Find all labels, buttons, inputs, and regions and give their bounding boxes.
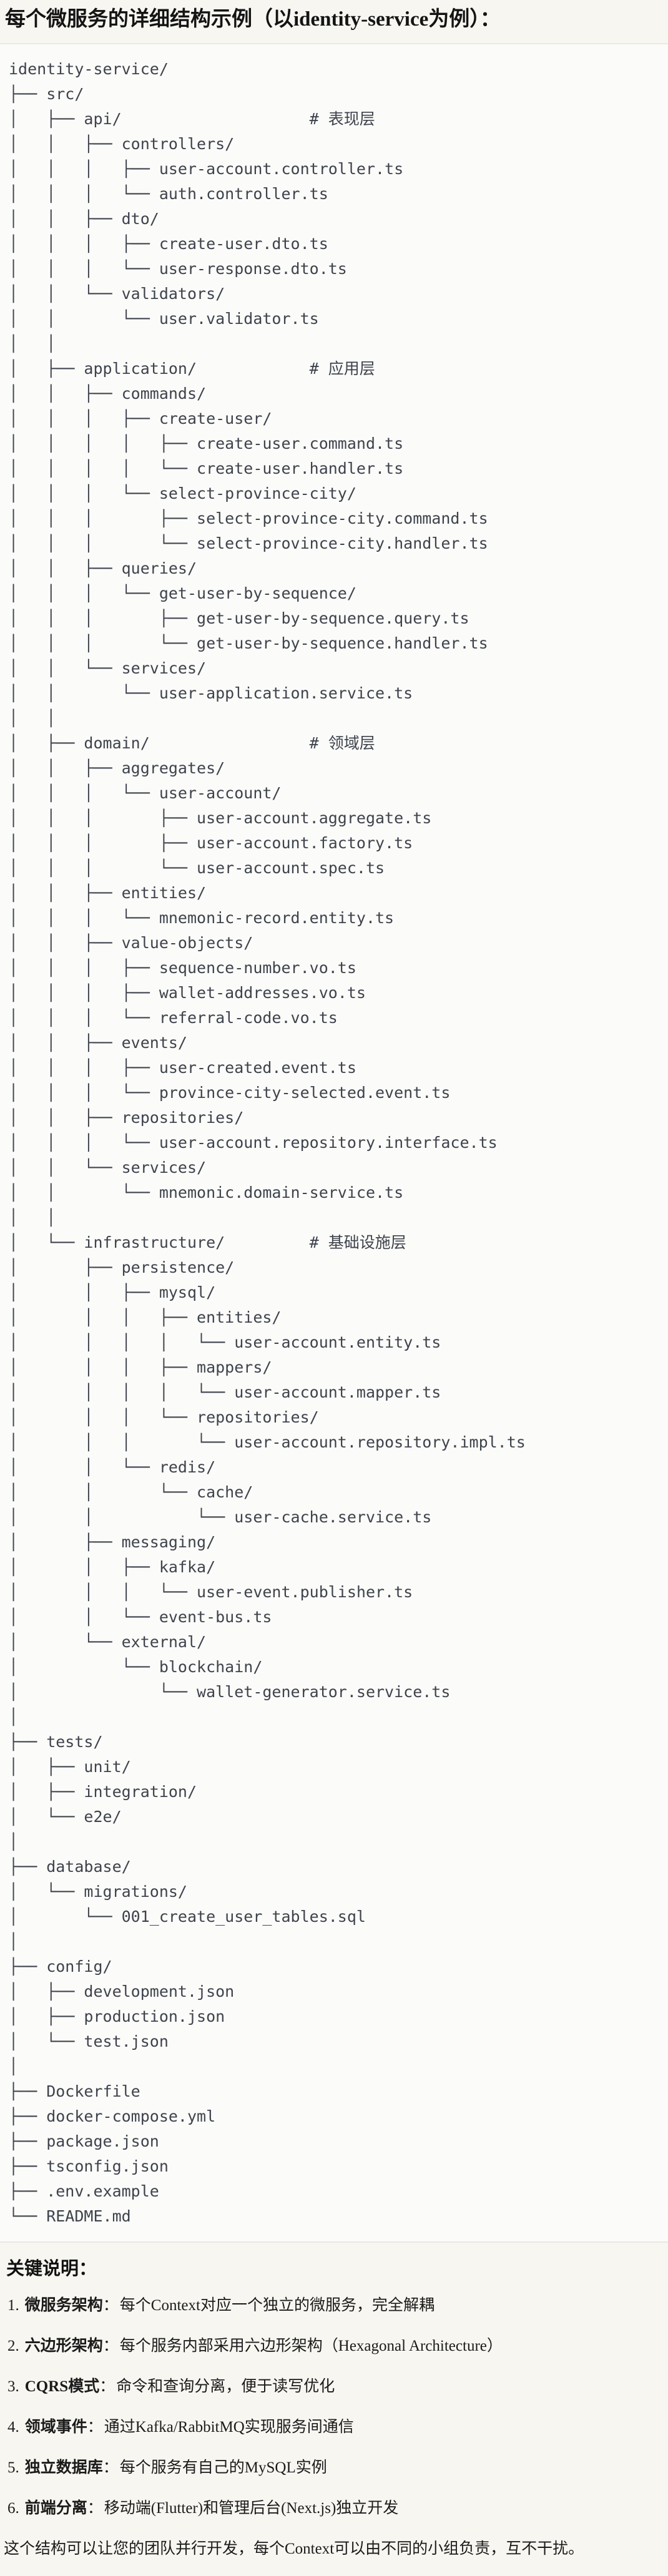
note-label: 独立数据库 [24,2459,103,2476]
note-colon: ： [87,2499,103,2517]
note-label: 微服务架构 [24,2296,103,2314]
note-number: 4. [7,2418,19,2436]
note-item: 6. 前端分离：移动端(Flutter)和管理后台(Next.js)独立开发 [7,2499,662,2518]
note-description: 通过Kafka/RabbitMQ实现服务间通信 [104,2418,354,2436]
note-colon: ： [102,2337,119,2354]
note-item: 1. 微服务架构：每个Context对应一个独立的微服务，完全解耦 [7,2296,662,2315]
notes-heading: 关键说明： [6,2258,97,2279]
note-number: 1. [7,2296,19,2314]
note-description: 每个服务有自己的MySQL实例 [119,2459,327,2476]
note-label: 领域事件 [24,2418,87,2436]
note-description: 移动端(Flutter)和管理后台(Next.js)独立开发 [104,2499,399,2517]
note-item: 5. 独立数据库：每个服务有自己的MySQL实例 [7,2459,662,2477]
note-description: 命令和查询分离，便于读写优化 [116,2378,335,2395]
note-item: 3. CQRS模式：命令和查询分离，便于读写优化 [7,2378,662,2396]
directory-tree-block: identity-service/ ├── src/ │ ├── api/ # … [0,42,668,2243]
note-number: 6. [7,2499,19,2517]
note-description: 每个Context对应一个独立的微服务，完全解耦 [119,2296,435,2314]
note-colon: ： [102,2296,119,2314]
note-number: 5. [7,2459,19,2476]
note-item: 2. 六边形架构：每个服务内部采用六边形架构（Hexagonal Architec… [7,2337,662,2356]
note-colon: ： [87,2418,103,2436]
note-label: CQRS模式 [24,2378,100,2395]
note-description: 每个服务内部采用六边形架构（Hexagonal Architecture） [119,2337,503,2354]
note-item: 4. 领域事件：通过Kafka/RabbitMQ实现服务间通信 [7,2418,662,2437]
notes-footer: 这个结构可以让您的团队并行开发，每个Context可以由不同的小组负责，互不干扰… [4,2540,584,2557]
note-number: 2. [7,2337,19,2354]
note-colon: ： [102,2459,119,2476]
directory-tree: identity-service/ ├── src/ │ ├── api/ # … [9,59,526,2225]
note-label: 前端分离 [24,2499,87,2517]
page-title: 每个微服务的详细结构示例（以identity-service为例）： [5,8,501,31]
page: 每个微服务的详细结构示例（以identity-service为例）： ident… [0,6,668,2576]
note-label: 六边形架构 [24,2337,103,2354]
note-number: 3. [7,2378,19,2395]
note-colon: ： [99,2378,115,2395]
